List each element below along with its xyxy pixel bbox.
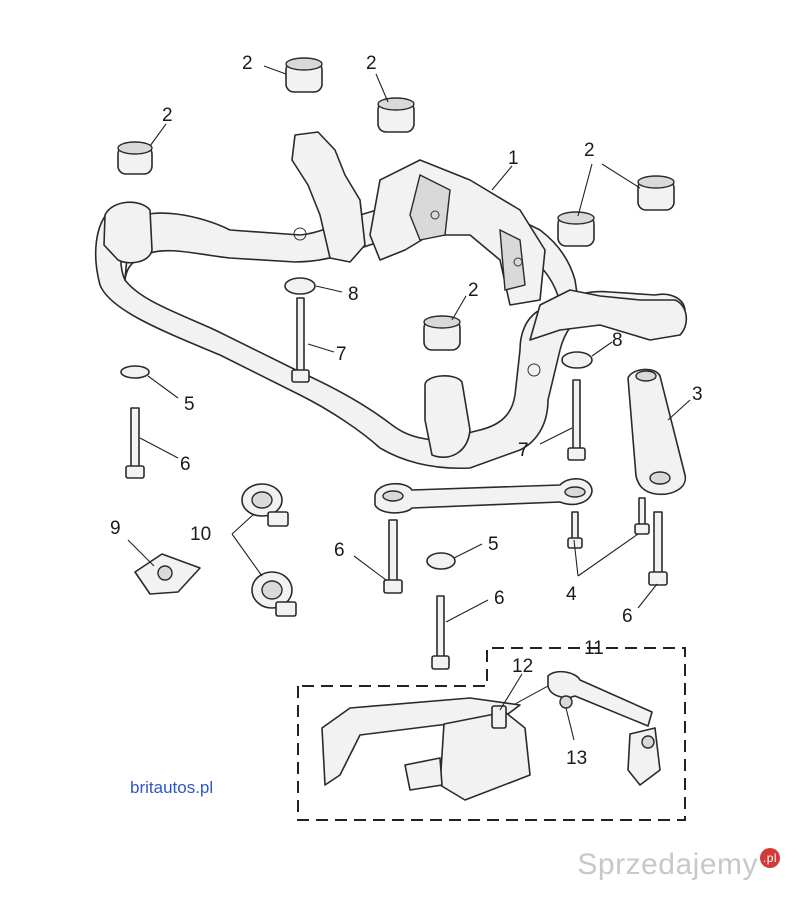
mount-bushing-left-front <box>117 141 153 175</box>
mount-bushing-right-front <box>423 315 461 351</box>
sensor-detail-frame <box>297 647 686 821</box>
callout-2-centre: 2 <box>366 53 377 74</box>
callout-2-right-front: 2 <box>468 280 479 301</box>
callout-6-left: 6 <box>180 454 191 475</box>
mount-bushing-left-rear <box>285 57 323 93</box>
callout-9: 9 <box>110 518 121 539</box>
mount-bushing-centre <box>377 97 415 133</box>
hose-clamp-lower <box>251 571 297 617</box>
callout-7-left: 7 <box>336 344 347 365</box>
callout-6-centre-upper: 6 <box>334 540 345 561</box>
callout-2-left-rear: 2 <box>242 53 253 74</box>
callout-7-right: 7 <box>518 440 529 461</box>
callout-labels: 1 2 2 2 2 2 3 4 5 5 6 6 6 6 7 7 8 8 9 10… <box>110 53 703 769</box>
callout-1: 1 <box>508 148 519 169</box>
mount-bushing-right-rear-b <box>637 175 675 211</box>
bolt-link-left <box>567 511 583 549</box>
washer-centre <box>426 552 456 570</box>
callout-5-centre: 5 <box>488 534 499 555</box>
leader-lines <box>127 65 691 741</box>
bolt-centre-upper <box>383 519 403 594</box>
source-credit-text: britautos.pl <box>130 778 214 797</box>
callout-2-right-rear: 2 <box>584 140 595 161</box>
link-arm-diagonal <box>627 368 687 496</box>
sensor-body <box>439 711 531 801</box>
watermark: Sprzedajemy.pl <box>577 848 780 882</box>
bolt-right-outer <box>648 511 668 586</box>
callout-6-centre-lower: 6 <box>494 588 505 609</box>
callout-6-right: 6 <box>622 606 633 627</box>
callout-8-left: 8 <box>348 284 359 305</box>
bolt-right-long <box>567 379 586 461</box>
mount-bushing-right-rear-a <box>557 211 595 247</box>
hose-clamp-upper <box>241 483 289 527</box>
watermark-badge: .pl <box>760 848 780 868</box>
callout-13: 13 <box>566 748 587 769</box>
bolt-left-rear-long <box>291 297 310 383</box>
spacer-left <box>284 277 316 295</box>
bolt-left-front <box>125 407 145 479</box>
subframe-crossmember <box>94 131 688 470</box>
sensor-link-rod <box>547 670 653 727</box>
callout-4: 4 <box>566 584 577 605</box>
callout-10: 10 <box>190 524 211 545</box>
link-arm-transverse <box>374 478 593 514</box>
callout-5-left: 5 <box>184 394 195 415</box>
bolt-link-right <box>634 497 650 535</box>
ride-height-sensor-assembly <box>297 647 686 821</box>
callout-12: 12 <box>512 656 533 677</box>
bolt-centre-lower <box>431 595 450 670</box>
callout-8-right: 8 <box>612 330 623 351</box>
washer-left <box>120 365 150 379</box>
callout-3: 3 <box>692 384 703 405</box>
spacer-right <box>561 351 593 369</box>
callout-2-left-front: 2 <box>162 105 173 126</box>
watermark-text: Sprzedajemy <box>577 848 758 881</box>
callout-11: 11 <box>584 638 604 659</box>
